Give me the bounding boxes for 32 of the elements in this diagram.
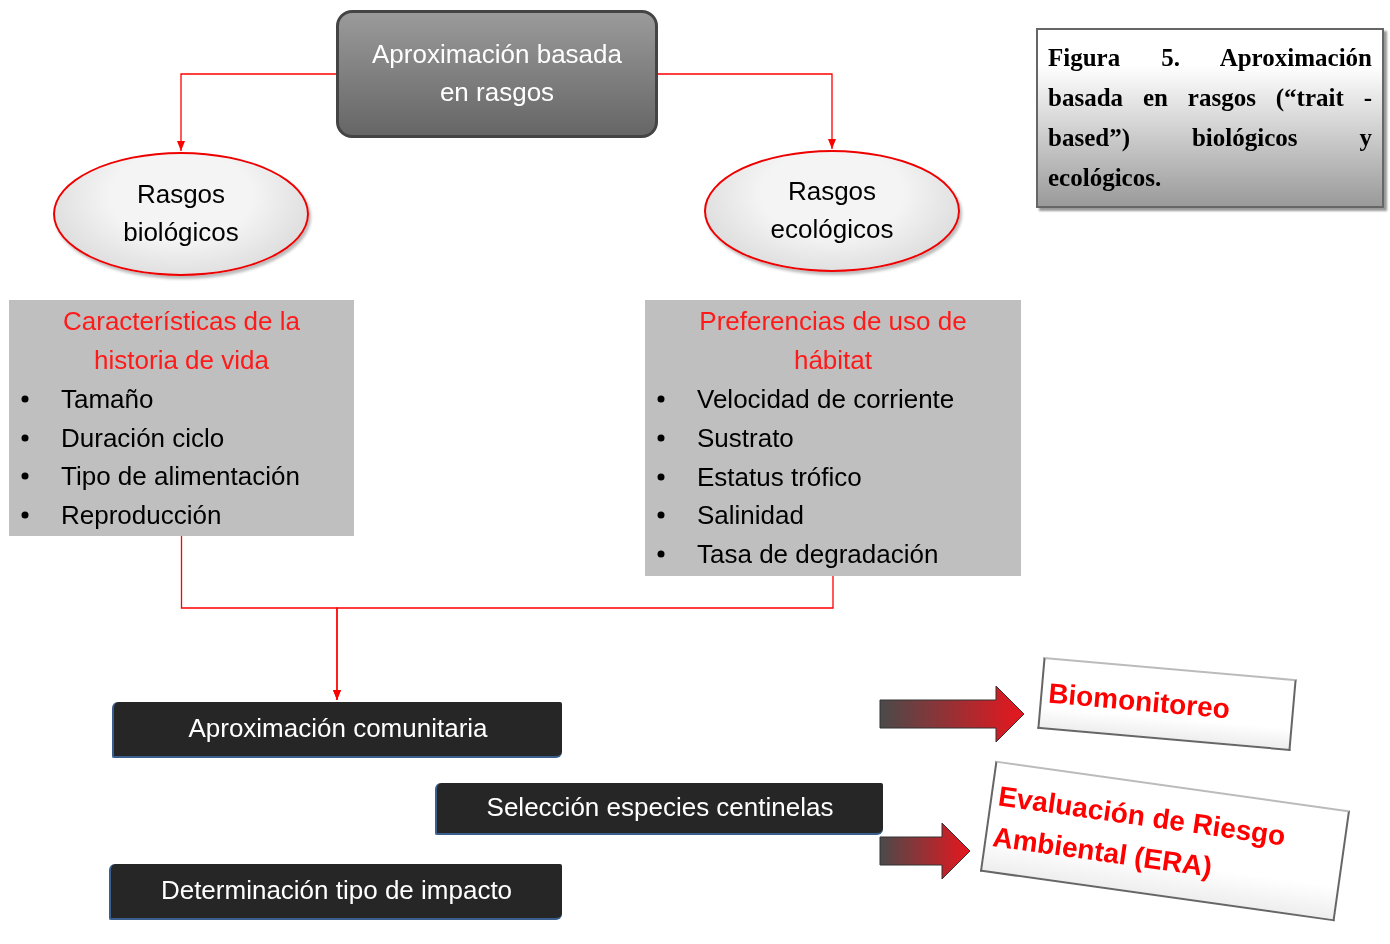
block-arrow [879, 822, 971, 880]
block-arrow [879, 685, 1025, 743]
list-item: Estatus trófico [697, 460, 862, 494]
list-item: Salinidad [697, 499, 804, 533]
list-panel [645, 300, 1021, 576]
connector-arrow [332, 575, 834, 701]
ellipse-label: Rasgos biológicos [122, 178, 240, 249]
bar-label: Determinación tipo de impacto [160, 874, 513, 908]
box-label: Aproximación basada en rasgos [370, 38, 623, 109]
list-item: Tasa de degradación [697, 538, 939, 572]
figure-caption: Figura 5. Aproximación basada en rasgos (“trait -based”) biológicos y ecológicos. [1048, 43, 1372, 193]
dark-bar [112, 702, 562, 758]
bar-label: Selección especies centinelas [486, 791, 834, 825]
list-item: Duración ciclo [61, 421, 225, 455]
list-panel [9, 300, 354, 536]
card-label: Biomonitoreo [1046, 676, 1232, 727]
caption-box [1036, 28, 1384, 208]
connector-arrow [176, 73, 337, 152]
card-label: Evaluación de Riesgo Ambiental (ERA) [990, 779, 1289, 885]
dark-bar [109, 864, 562, 920]
list-item: Velocidad de corriente [697, 383, 955, 416]
ellipse-label: Rasgos ecológicos [769, 175, 895, 246]
dark-bar [435, 783, 883, 835]
list-heading: Características de la historia de vida [62, 305, 301, 377]
list-heading: Preferencias de uso de hábitat [698, 305, 968, 377]
list-item: Reproducción [61, 498, 222, 532]
list-item: Tipo de alimentación [61, 460, 300, 493]
bar-label: Aproximación comunitaria [188, 712, 488, 746]
process-box [336, 10, 658, 138]
list-item: Sustrato [697, 421, 794, 455]
list-item: Tamaño [61, 383, 154, 416]
connector-arrow [657, 73, 837, 150]
